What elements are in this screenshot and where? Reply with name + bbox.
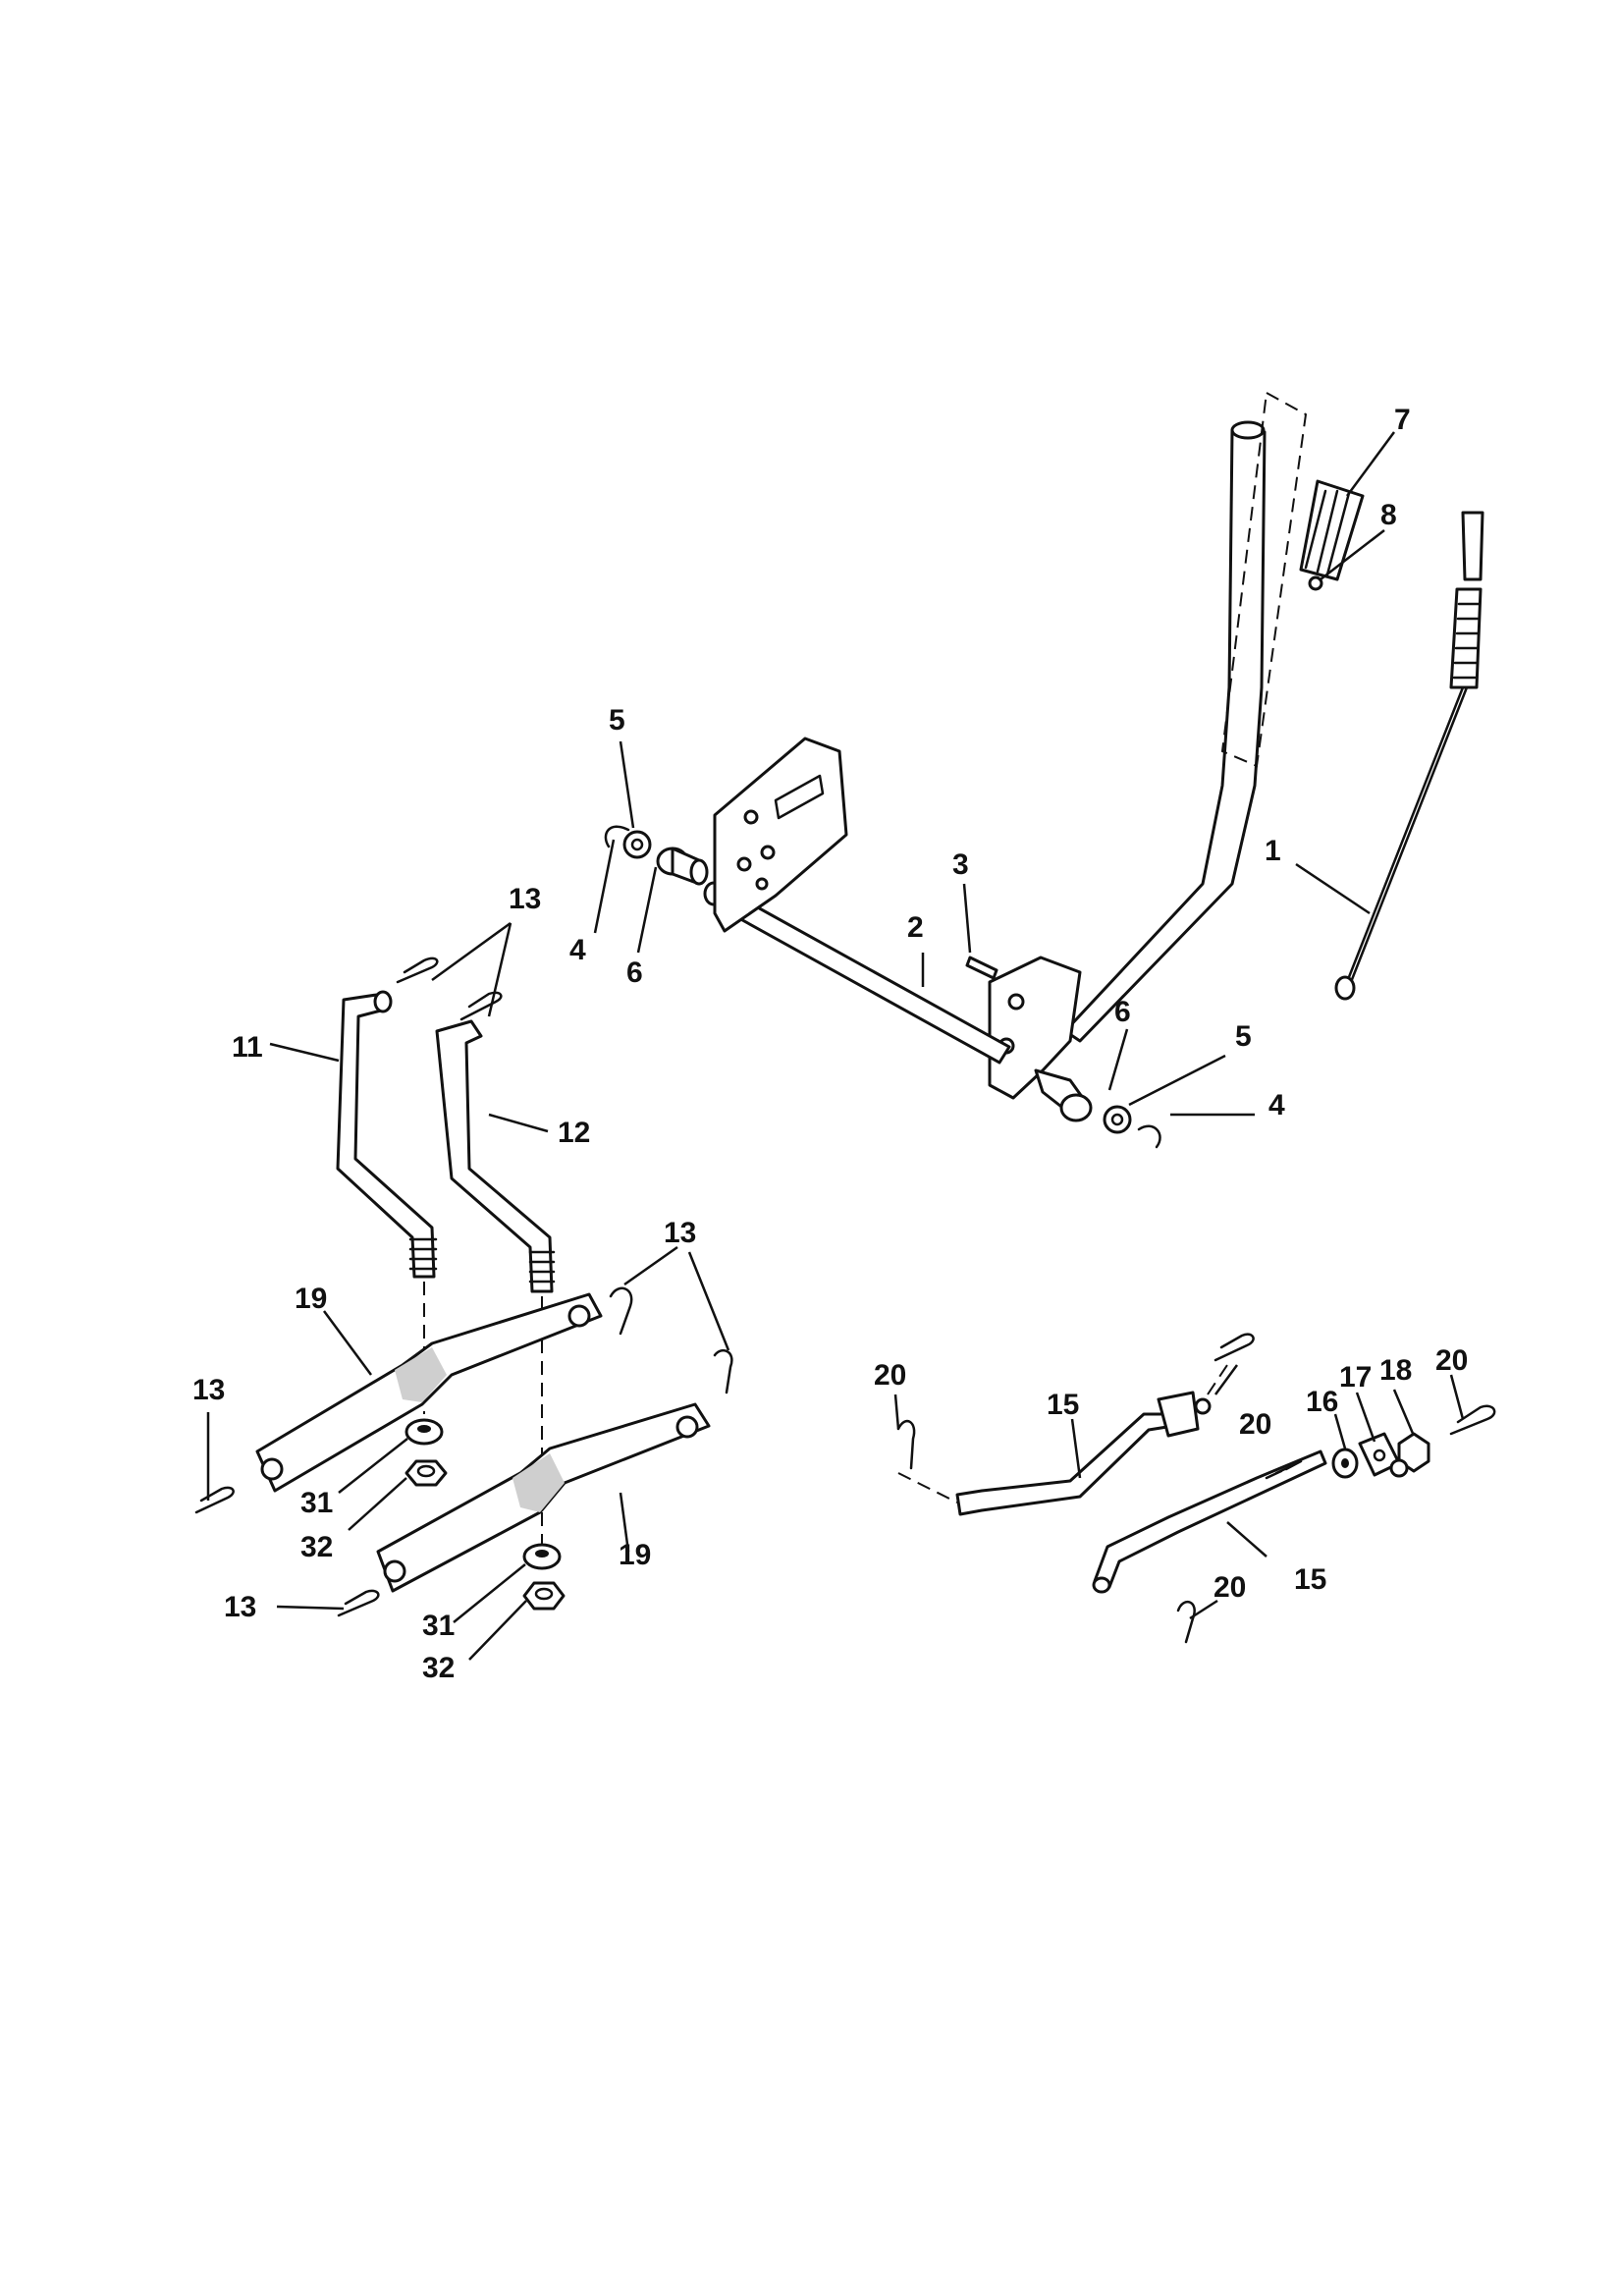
callout-1: 1 [1265, 835, 1281, 867]
callout-8: 8 [1380, 499, 1397, 531]
callout-5-right: 5 [1235, 1020, 1252, 1053]
left-bushing [656, 847, 709, 886]
callout-17: 17 [1339, 1361, 1372, 1394]
spring-rod [1334, 511, 1484, 1001]
callout-3: 3 [952, 848, 969, 881]
callout-7: 7 [1394, 404, 1411, 436]
callout-4-right: 4 [1268, 1089, 1285, 1121]
hair-pin-20-right [1449, 1404, 1496, 1436]
callout-20-bottom: 20 [1214, 1571, 1246, 1604]
lift-link-right [435, 1019, 556, 1552]
callout-19-upper: 19 [295, 1283, 327, 1315]
callout-20-right: 20 [1435, 1344, 1468, 1377]
callout-18: 18 [1379, 1354, 1412, 1387]
callout-2: 2 [907, 911, 924, 944]
mounting-plate [713, 737, 848, 933]
adjust-rod-lower [1092, 1449, 1327, 1594]
hair-pin-upper-1 [396, 957, 439, 984]
callout-32-upper: 32 [300, 1531, 333, 1563]
hair-pin-20-top [1214, 1333, 1255, 1362]
callout-6-left: 6 [626, 957, 643, 989]
hair-pin-arm-top [609, 1286, 633, 1336]
nut-18 [1389, 1432, 1430, 1478]
callout-labels: 1 2 3 4 4 5 5 6 6 7 8 11 12 13 13 13 13 … [192, 404, 1468, 1684]
hair-pin-arm-bottom [337, 1589, 380, 1617]
callout-11: 11 [232, 1031, 263, 1064]
leader-lines [206, 431, 1465, 1661]
right-e-clip [1137, 1124, 1161, 1149]
callout-19-lower: 19 [619, 1539, 651, 1571]
washer-16 [1331, 1448, 1359, 1479]
lift-arm-upper [255, 1292, 603, 1493]
right-washer [1103, 1105, 1132, 1134]
callout-16: 16 [1306, 1386, 1338, 1418]
callout-6-right: 6 [1114, 996, 1131, 1028]
callout-20-left: 20 [874, 1359, 906, 1392]
callout-5-left: 5 [609, 704, 625, 737]
hair-pin-20-bottom [1176, 1600, 1196, 1644]
hair-pin-arm-right [713, 1348, 733, 1394]
callout-32-lower: 32 [422, 1652, 455, 1684]
lever-bracket [988, 956, 1082, 1100]
adjust-rod-upper [897, 1412, 1175, 1516]
lift-lever-handle [1063, 391, 1308, 1043]
hair-pin-arm-left [194, 1486, 235, 1514]
washer-lower [522, 1543, 562, 1570]
washer-upper [404, 1418, 444, 1446]
lift-arm-lower [376, 1402, 711, 1593]
callout-15-upper: 15 [1047, 1389, 1079, 1421]
right-bushing [1034, 1068, 1093, 1122]
callout-4-left: 4 [569, 934, 586, 966]
handle-grip [1299, 479, 1365, 591]
callout-31-lower: 31 [422, 1610, 455, 1642]
callout-20-top: 20 [1239, 1408, 1271, 1441]
callout-13-upper: 13 [509, 883, 541, 915]
hair-pin-upper-2 [459, 991, 503, 1021]
callout-12: 12 [558, 1117, 590, 1149]
left-e-clip [604, 825, 630, 848]
callout-13-right: 13 [664, 1217, 696, 1249]
callout-15-lower: 15 [1294, 1563, 1326, 1596]
nut-lower [522, 1581, 566, 1611]
callout-13-left: 13 [192, 1374, 225, 1406]
callout-31-upper: 31 [300, 1487, 333, 1519]
adjust-block-upper [1157, 1364, 1228, 1438]
roll-pin [965, 956, 998, 980]
nut-upper [404, 1459, 448, 1487]
left-washer [622, 830, 652, 859]
hair-pin-20-left [896, 1419, 916, 1470]
callout-13-bottom: 13 [224, 1591, 256, 1623]
